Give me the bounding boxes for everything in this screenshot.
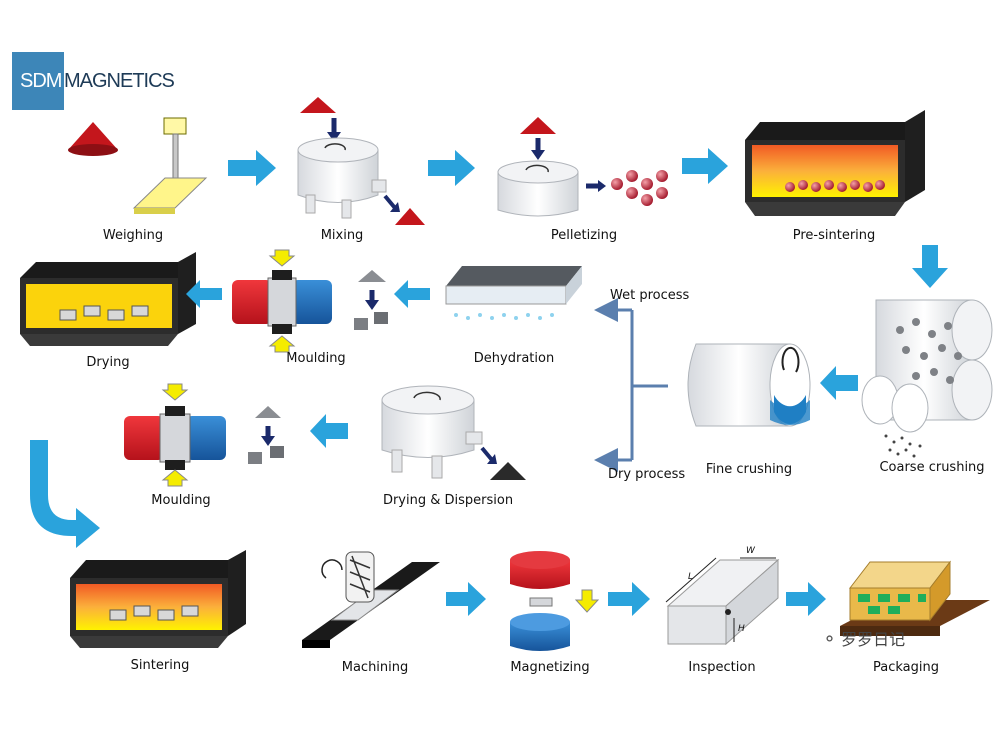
arrow-dehydration-moulding [394,280,430,308]
label-sintering: Sintering [130,658,190,673]
coarse-crushing-rollers [861,299,993,458]
watermark: ⚬罗罗日记 [822,626,905,650]
arrow-pelletizing-presintering [682,148,728,184]
magnetizing-coils [510,551,600,651]
machining-station [302,551,440,648]
label-moulding-wet: Moulding [286,351,346,366]
label-drying: Drying [86,355,130,370]
arrow-machining-magnetizing [446,582,486,616]
moulding-wet-output [354,270,388,330]
inspection-block [665,557,780,646]
label-dehydration: Dehydration [473,351,555,366]
drying-furnace [20,252,196,346]
presintering-furnace [745,110,925,216]
label-dry-process: Dry process [608,467,686,482]
label-dim-l: L [688,572,694,582]
logo-text-magnetics: MAGNETICS [64,70,175,92]
sintering-furnace [70,550,246,648]
label-dim-w: W [746,546,755,556]
pelletizing-illustration [497,117,668,217]
company-logo: SDM MAGNETICS [12,52,212,110]
arrow-magnetizing-inspection [608,582,650,616]
drying-dispersion-mixer [381,385,526,480]
arrow-moulding-drying [186,280,222,308]
arrow-moulding-sintering [30,440,100,548]
arrow-drying-dispersion-moulding [310,414,348,448]
logo-box [12,52,64,110]
label-wet-process: Wet process [610,288,690,303]
process-branch [594,298,668,472]
label-coarse-crushing: Coarse crushing [879,460,985,475]
packaging-crates [840,560,990,636]
label-machining: Machining [341,660,409,675]
fine-crushing-mill [687,343,811,427]
label-mixing: Mixing [320,228,364,243]
dehydration-tray [445,266,582,320]
presintering-pellets [785,180,885,192]
moulding-dry-output [248,406,284,464]
arrow-inspection-packaging [786,582,826,616]
watermark-text: 罗罗日记 [841,630,906,649]
label-magnetizing: Magnetizing [510,660,590,675]
label-drying-dispersion: Drying & Dispersion [382,493,514,508]
label-inspection: Inspection [688,660,756,675]
arrow-mixing-pelletizing [428,150,475,186]
label-packaging: Packaging [873,660,939,675]
arrow-weighing-mixing [228,150,276,186]
label-fine-crushing: Fine crushing [705,462,793,477]
label-pelletizing: Pelletizing [550,228,618,243]
arrow-coarse-fine [820,366,858,400]
label-weighing: Weighing [102,228,164,243]
label-moulding-dry: Moulding [151,493,211,508]
wechat-icon: ⚬ [822,629,838,650]
moulding-dry-press [124,383,226,487]
logo-text-sdm: SDM [20,70,62,92]
mixing-illustration [297,97,425,225]
arrow-presintering-coarse [912,245,948,288]
label-presintering: Pre-sintering [792,228,876,243]
moulding-wet-press [232,249,332,353]
weighing-illustration [68,117,208,214]
label-dim-h: H [738,624,745,634]
